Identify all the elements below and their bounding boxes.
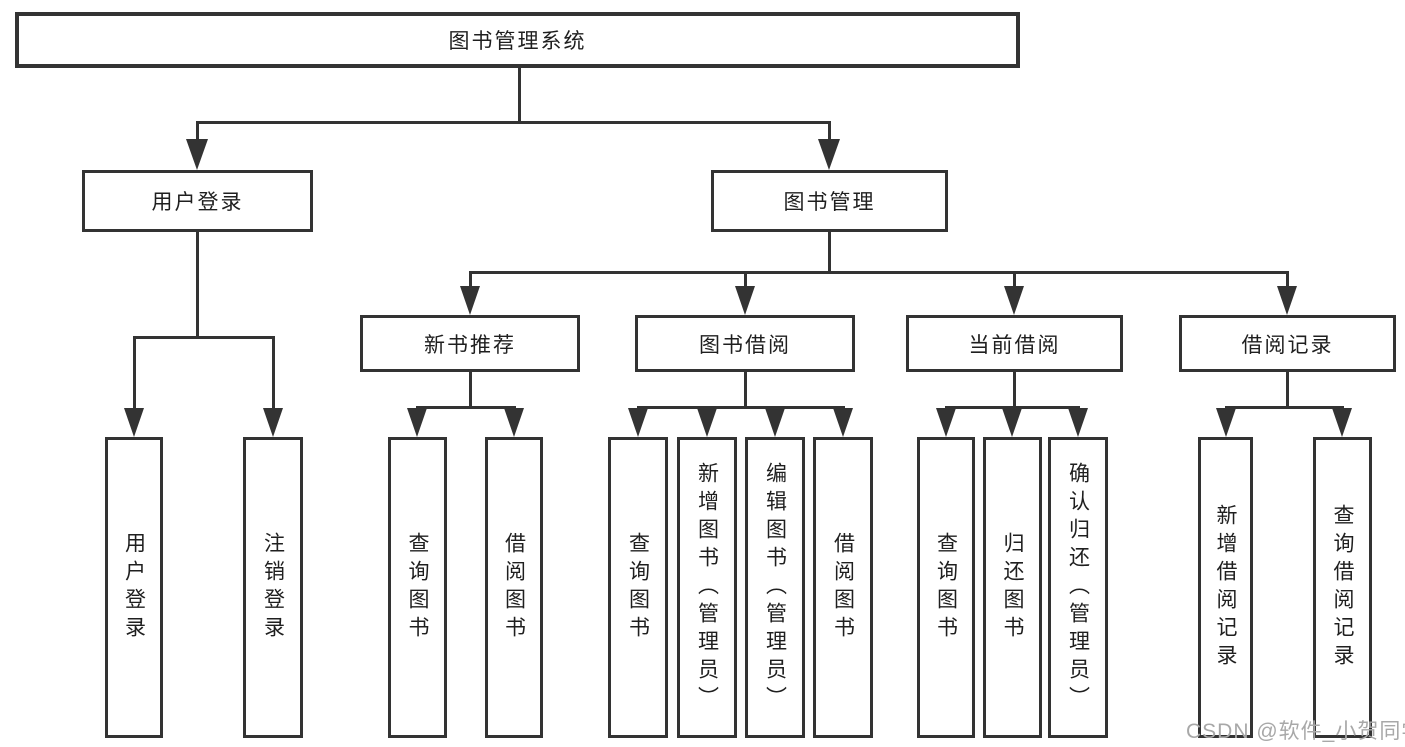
node-root-library-system: 图书管理系统: [15, 12, 1020, 68]
connector-newbook-stem: [469, 372, 472, 409]
connector-currentborrow-stem: [1013, 372, 1016, 409]
leaf-user-login: 用户登录: [105, 437, 163, 738]
arrow-down-icon: [765, 408, 785, 437]
node-root-label: 图书管理系统: [448, 30, 587, 53]
leaf-current-query-books: 查询图书: [917, 437, 975, 738]
node-user-login-label: 用户登录: [151, 191, 244, 214]
connector-borrowrecords-hbar: [1225, 406, 1344, 409]
arrow-down-icon: [460, 286, 480, 315]
connector-bookmgmt-stem-4: [1286, 271, 1289, 288]
arrow-down-icon: [628, 408, 648, 437]
arrow-down-icon: [1004, 286, 1024, 315]
arrow-down-icon: [1068, 408, 1088, 437]
connector-bookborrow-stem: [744, 372, 747, 409]
connector-root-left-stem: [196, 121, 199, 143]
connector-bookborrow-hbar: [637, 406, 845, 409]
node-new-book-recommend-label: 新书推荐: [424, 333, 516, 357]
arrow-down-icon: [263, 408, 283, 437]
connector-currentborrow-hbar: [945, 406, 1080, 409]
leaf-edit-book-admin-label: 编辑图书（管理员）: [763, 461, 787, 714]
connector-root-stem: [518, 68, 521, 121]
arrow-down-icon: [504, 408, 524, 437]
node-book-management-label: 图书管理: [783, 191, 876, 214]
node-user-login: 用户登录: [82, 170, 313, 232]
connector-newbook-hbar: [416, 406, 516, 409]
arrow-down-icon: [833, 408, 853, 437]
connector-userlogin-hbar: [133, 336, 275, 339]
arrow-down-icon: [1332, 408, 1352, 437]
connector-bookmgmt-stem-3: [1013, 271, 1016, 288]
arrow-down-icon: [1216, 408, 1236, 437]
leaf-newbook-borrow-books: 借阅图书: [485, 437, 543, 738]
connector-root-hbar: [196, 121, 831, 124]
arrow-down-icon: [124, 408, 144, 437]
leaf-return-books-label: 归还图书: [1001, 531, 1024, 644]
leaf-add-book-admin-label: 新增图书（管理员）: [695, 461, 719, 714]
arrow-down-icon: [735, 286, 755, 315]
leaf-newbook-borrow-books-label: 借阅图书: [502, 531, 526, 644]
connector-root-right-stem: [828, 121, 831, 143]
arrow-down-icon: [818, 139, 840, 170]
arrow-down-icon: [1002, 408, 1022, 437]
leaf-current-query-books-label: 查询图书: [934, 531, 958, 644]
leaf-borrow-query-books: 查询图书: [608, 437, 668, 738]
csdn-watermark: CSDN @软件_小贺同学: [1186, 720, 1405, 743]
leaf-newbook-query-books: 查询图书: [388, 437, 447, 738]
leaf-return-books: 归还图书: [983, 437, 1042, 738]
node-book-borrow-label: 图书借阅: [699, 333, 791, 357]
connector-userlogin-left-stem: [133, 336, 136, 410]
connector-bookmgmt-hbar: [469, 271, 1289, 274]
arrow-down-icon: [407, 408, 427, 437]
leaf-borrow-query-books-label: 查询图书: [626, 531, 650, 644]
node-borrow-records: 借阅记录: [1179, 315, 1396, 372]
connector-userlogin-stem: [196, 232, 199, 336]
node-new-book-recommend: 新书推荐: [360, 315, 580, 372]
node-book-borrow: 图书借阅: [635, 315, 855, 372]
leaf-query-borrow-record: 查询借阅记录: [1313, 437, 1372, 738]
connector-userlogin-right-stem: [272, 336, 275, 410]
node-current-borrow: 当前借阅: [906, 315, 1123, 372]
leaf-borrow-borrow-books: 借阅图书: [813, 437, 873, 738]
leaf-query-borrow-record-label: 查询借阅记录: [1331, 503, 1354, 672]
leaf-user-login-label: 用户登录: [122, 531, 146, 644]
node-current-borrow-label: 当前借阅: [968, 333, 1061, 357]
connector-bookmgmt-stem-1: [469, 271, 472, 288]
connector-bookmgmt-stem: [828, 232, 831, 271]
leaf-add-borrow-record: 新增借阅记录: [1198, 437, 1253, 738]
leaf-logout: 注销登录: [243, 437, 303, 738]
leaf-logout-label: 注销登录: [261, 531, 285, 644]
leaf-add-book-admin: 新增图书（管理员）: [677, 437, 737, 738]
connector-bookmgmt-stem-2: [744, 271, 747, 288]
arrow-down-icon: [697, 408, 717, 437]
arrow-down-icon: [1277, 286, 1297, 315]
leaf-confirm-return-admin: 确认归还（管理员）: [1048, 437, 1108, 738]
arrow-down-icon: [186, 139, 208, 170]
connector-borrowrecords-stem: [1286, 372, 1289, 409]
leaf-add-borrow-record-label: 新增借阅记录: [1214, 503, 1237, 672]
node-borrow-records-label: 借阅记录: [1241, 333, 1334, 357]
leaf-edit-book-admin: 编辑图书（管理员）: [745, 437, 805, 738]
leaf-newbook-query-books-label: 查询图书: [406, 531, 429, 644]
arrow-down-icon: [936, 408, 956, 437]
node-book-management: 图书管理: [711, 170, 948, 232]
leaf-borrow-borrow-books-label: 借阅图书: [831, 531, 855, 644]
leaf-confirm-return-admin-label: 确认归还（管理员）: [1066, 461, 1090, 714]
